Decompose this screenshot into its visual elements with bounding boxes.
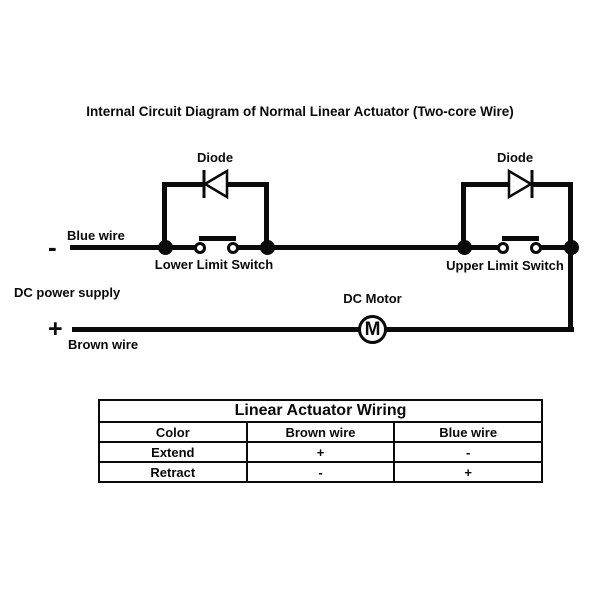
right-diode-label: Diode (496, 150, 534, 165)
upper-limit-switch-label: Upper Limit Switch (446, 258, 564, 273)
table-header-blue-wire: Blue wire (393, 421, 543, 443)
table-title-row: Linear Actuator Wiring (98, 399, 543, 423)
extend-brown-value: + (245, 441, 396, 463)
lower-switch-contact-right (227, 241, 239, 254)
motor-letter: M (364, 318, 381, 340)
right-loop-wire-top-left (461, 182, 509, 187)
brown-wire-label: Brown wire (68, 337, 139, 352)
blue-wire-segment-left (70, 245, 195, 250)
page-title: Internal Circuit Diagram of Normal Linea… (86, 104, 514, 119)
positive-terminal: + (48, 315, 63, 343)
retract-label: Retract (98, 461, 248, 483)
right-side-wire-vertical (568, 182, 573, 332)
blue-wire-label: Blue wire (67, 228, 125, 243)
right-loop-wire-top-right (531, 182, 573, 187)
extend-label: Extend (98, 441, 248, 463)
retract-blue-value: + (393, 461, 543, 483)
blue-wire-segment-right (541, 245, 574, 250)
diode-icon (202, 168, 229, 200)
dc-motor-label: DC Motor (343, 291, 402, 306)
left-loop-wire-vertical-right (264, 182, 269, 248)
table-header-row: Color Brown wire Blue wire (98, 421, 543, 443)
table-header-color: Color (98, 421, 248, 443)
upper-switch-blade (502, 236, 539, 241)
table-row-retract: Retract - + (98, 461, 543, 483)
table-row-extend: Extend + - (98, 441, 543, 463)
lower-limit-switch-label: Lower Limit Switch (154, 257, 274, 272)
wiring-table: Linear Actuator Wiring Color Brown wire … (98, 399, 543, 483)
left-loop-wire-top-left (162, 182, 204, 187)
table-header-brown-wire: Brown wire (245, 421, 396, 443)
blue-wire-segment-middle (238, 245, 498, 250)
upper-switch-contact-left (497, 241, 509, 254)
table-title: Linear Actuator Wiring (98, 399, 543, 423)
negative-terminal: - (48, 232, 57, 262)
lower-switch-blade (199, 236, 236, 241)
left-loop-wire-vertical-left (162, 182, 167, 248)
right-loop-wire-vertical-left (461, 182, 466, 248)
left-diode-label: Diode (196, 150, 234, 165)
lower-switch-contact-left (194, 241, 206, 254)
motor-icon: M (358, 315, 387, 344)
extend-blue-value: - (393, 441, 543, 463)
upper-switch-contact-right (530, 241, 542, 254)
diode-icon (507, 168, 534, 200)
brown-wire-segment-left (72, 327, 359, 332)
left-loop-wire-top-right (226, 182, 269, 187)
retract-brown-value: - (245, 461, 396, 483)
brown-wire-segment-right (386, 327, 574, 332)
dc-power-supply-label: DC power supply (14, 285, 121, 300)
